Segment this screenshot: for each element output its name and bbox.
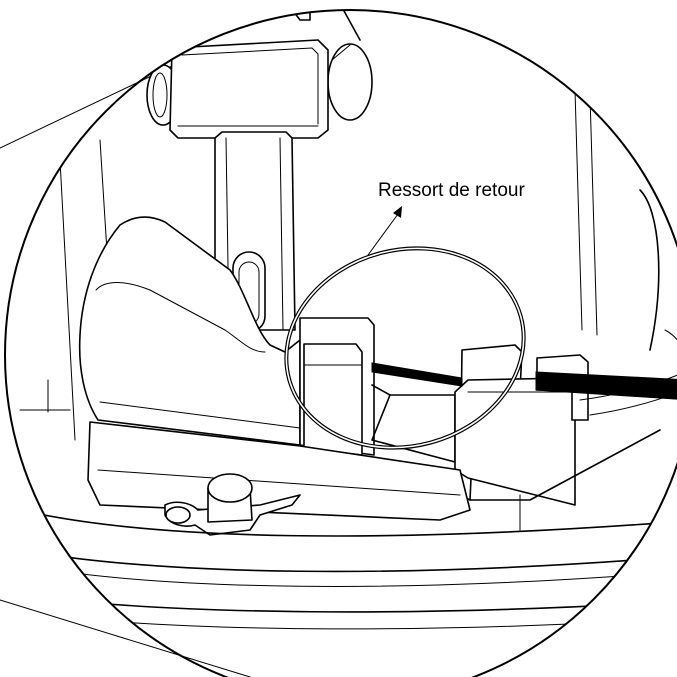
shelf-line-3 [19,564,677,587]
callout-label: Ressort de retour [378,180,525,201]
cam-wedge [78,216,301,446]
magnified-detail [19,10,677,630]
housing-lip-right [664,329,677,376]
latch-eye [165,506,191,524]
base-plate-edge [97,469,461,496]
top-bracket-edge [337,10,361,41]
right-knob-rim [331,44,351,61]
channel-floor [371,394,456,463]
callout-label-backdrop [374,174,570,202]
back-wall-left [59,159,76,441]
latch-nut-top [207,473,253,503]
return-spring-right [535,371,677,401]
plunger-stem-edge-2 [279,137,284,331]
slider-block-left-front [303,343,363,456]
housing-curve-right [639,189,660,351]
top-cap-bevel [181,47,319,125]
magnifier-leader-bottom [0,599,251,677]
magnifier-circle [4,9,677,677]
back-wall-right-inner [589,94,598,336]
return-spring-left [371,362,463,387]
right-knob [327,43,373,121]
shelf-line-2 [19,549,677,573]
back-wall-right [574,89,583,331]
top-bracket-stub [284,10,311,21]
base-rail-right [469,429,661,501]
top-cap-block [169,39,329,139]
callout-leader-line [367,213,399,256]
callout-arrowhead [393,206,402,218]
cam-wedge-base [99,401,301,429]
housing-edge-right-1 [579,369,677,401]
shelf-line-4 [19,594,677,613]
base-plate [87,421,471,521]
left-knob-inner [152,72,168,118]
callout-ring-inner [285,247,525,449]
cam-wedge-ridge [95,282,266,353]
shelf-line-1 [19,509,677,537]
housing-edge-right-2 [589,387,677,416]
